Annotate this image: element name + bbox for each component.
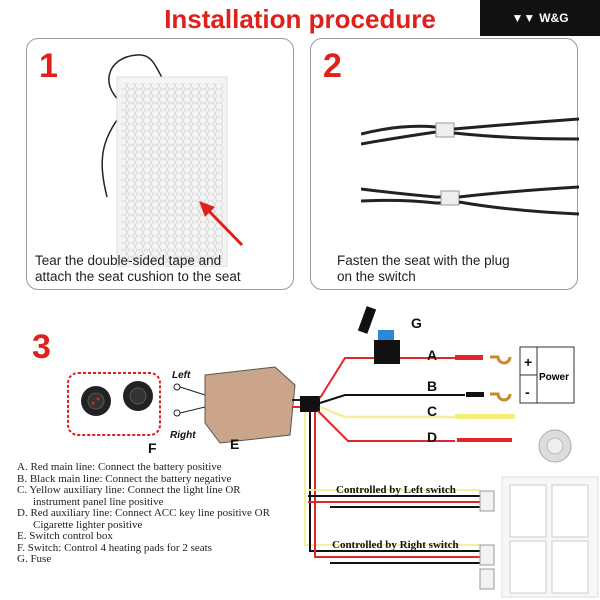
legend-item: G. Fuse <box>17 553 52 565</box>
step-number: 2 <box>323 47 342 85</box>
wg-logo-icon: ▼▼ <box>511 11 536 25</box>
power-plus: + <box>524 354 533 370</box>
page-title: Installation procedure <box>164 4 436 34</box>
legend-item: B. Black main line: Connect the battery … <box>17 472 232 485</box>
power-label: Power <box>539 372 570 383</box>
legend-item: instrument panel line positive <box>33 495 164 508</box>
wiring-diagram <box>67 306 599 598</box>
label-a: A <box>427 347 438 363</box>
step-2-caption-line1: Fasten the seat with the plug <box>337 253 510 268</box>
fuse-icon <box>374 340 400 364</box>
label-d: D <box>427 429 438 445</box>
switch-right-label: Right <box>170 430 196 441</box>
controlled-right-label: Controlled by Right switch <box>332 539 459 551</box>
step-1-panel: 1 Tear the double-sided tape and attach … <box>26 38 294 290</box>
label-e: E <box>230 436 240 452</box>
legend-item: C. Yellow auxiliary line: Connect the li… <box>17 484 241 496</box>
legend-item: D. Red auxiliary line: Connect ACC key l… <box>17 507 270 519</box>
heating-pad-image <box>101 54 244 267</box>
plug-connection-image <box>361 117 579 216</box>
step-2-panel: 2 Fasten the seat with the plug on the s… <box>310 38 579 290</box>
wire-junction <box>300 396 320 412</box>
step-1-caption-line2: attach the seat cushion to the seat <box>35 269 241 284</box>
switch-left-label: Left <box>172 370 191 381</box>
arrow-icon <box>205 207 244 247</box>
legend-item: E. Switch control box <box>17 530 113 542</box>
power-minus: - <box>525 384 530 400</box>
step-number: 1 <box>39 47 58 85</box>
step-3-number: 3 <box>32 328 51 366</box>
step-2-caption-line2: on the switch <box>337 269 416 284</box>
legend-item: F. Switch: Control 4 heating pads for 2 … <box>17 541 212 554</box>
label-c: C <box>427 403 438 419</box>
legend-item: Cigarette lighter positive <box>33 518 143 531</box>
plug-connector <box>479 568 495 590</box>
legend-list: A. Red main line: Connect the battery po… <box>17 461 270 566</box>
controlled-left-label: Controlled by Left switch <box>336 484 456 496</box>
logo-text: W&G <box>539 11 569 25</box>
step-1-caption-line1: Tear the double-sided tape and <box>35 253 222 268</box>
brand-logo: ▼▼ W&G <box>480 0 600 36</box>
label-g: G <box>411 315 422 331</box>
label-f: F <box>148 440 157 456</box>
switch-control-box <box>204 366 296 444</box>
label-b: B <box>427 378 438 394</box>
legend-item: A. Red main line: Connect the battery po… <box>17 461 222 473</box>
plug-connector <box>479 544 495 566</box>
plug-connector <box>479 490 495 512</box>
